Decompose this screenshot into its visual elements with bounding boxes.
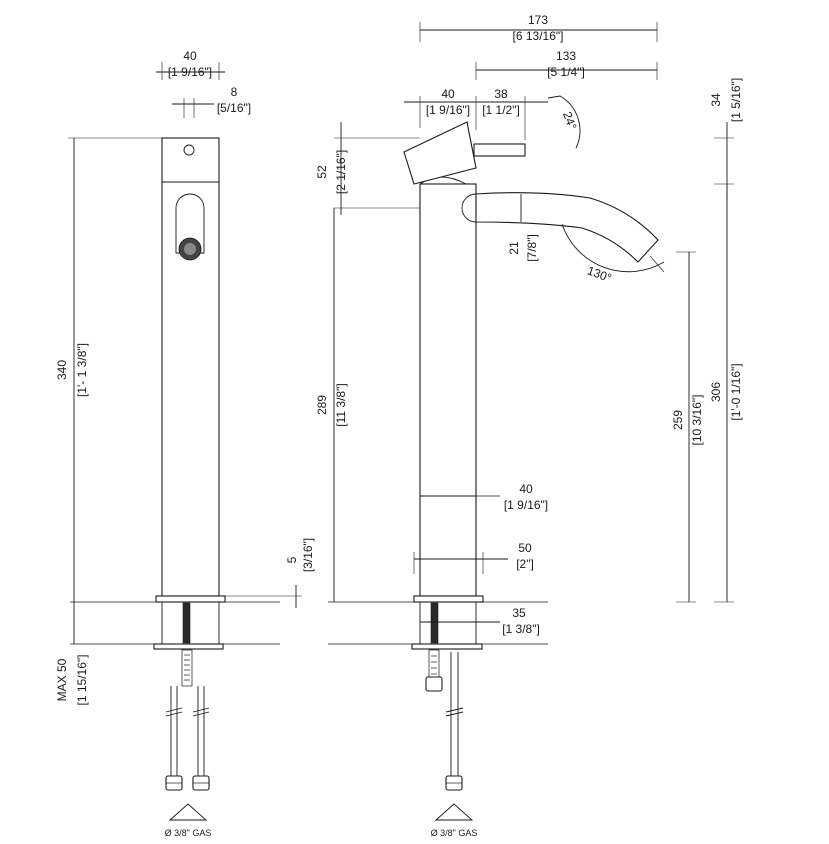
dim-front-height: 340 [55,360,69,380]
svg-text:[6 13/16"]: [6 13/16"] [513,29,564,43]
svg-text:[10 3/16"]: [10 3/16"] [690,395,704,446]
front-view: Ø 3/8" GAS 40 [1 9/16"] 8 [5/16"] 340 [1… [55,49,315,838]
svg-text:[5 1/4"]: [5 1/4"] [547,65,585,79]
dim-spout-reach: 133 [556,49,576,63]
svg-text:[1'-0 1/16"]: [1'-0 1/16"] [729,363,743,420]
svg-text:[3/16"]: [3/16"] [301,538,315,572]
connection-triangle-icon [434,803,474,821]
handle-lever [473,143,526,157]
left-connection-label: Ø 3/8" GAS [165,828,212,838]
dim-base-thickness: 5 [285,556,299,563]
dim-spout-diameter: 21 [507,241,521,255]
side-handle [403,121,477,185]
dim-side-body-width: 40 [441,87,455,101]
right-connection-label: Ø 3/8" GAS [431,828,478,838]
side-spout [475,192,659,263]
side-body [419,183,477,597]
svg-text:[11 3/8"]: [11 3/8"] [334,383,348,426]
dim-overall-width: 173 [528,13,548,27]
svg-text:[1 9/16"]: [1 9/16"] [426,103,470,117]
dim-front-deck: MAX 50 [55,658,69,701]
dim-front-hole: 8 [231,85,238,99]
svg-text:[1 9/16"]: [1 9/16"] [504,498,548,512]
side-rod [430,602,439,644]
front-handle-hole [183,144,195,156]
dim-body-width: 40 [519,482,533,496]
svg-text:[1 9/16"]: [1 9/16"] [168,65,212,79]
dim-handle-length: 38 [494,87,508,101]
side-view: Ø 3/8" GAS 173 [6 13/16"] 133 [5 1/4"] 4… [315,13,743,838]
svg-text:[1 3/8"]: [1 3/8"] [502,622,540,636]
dim-hole-diameter: 35 [512,606,526,620]
svg-text:[2 1/16"]: [2 1/16"] [334,150,348,194]
svg-text:[7/8"]: [7/8"] [525,234,539,262]
dim-base-width: 50 [518,541,532,555]
front-rod [182,602,191,644]
dim-front-width: 40 [183,49,197,63]
svg-text:[2"]: [2"] [516,557,534,571]
dim-handle-top: 34 [709,93,723,107]
dim-body-height: 289 [315,395,329,415]
dim-spout-angle: 130° [585,263,613,285]
dim-spout-height: 259 [671,410,685,430]
dim-total-height: 306 [709,382,723,402]
dim-top-section: 52 [315,165,329,179]
spout-outlet [175,193,205,254]
svg-text:[1 1/2"]: [1 1/2"] [482,103,520,117]
connection-triangle-icon [168,803,208,821]
svg-text:[1'- 1 3/8"]: [1'- 1 3/8"] [75,343,89,397]
svg-text:[1 5/16"]: [1 5/16"] [729,78,743,122]
front-body [161,137,220,597]
svg-text:[1 15/16"]: [1 15/16"] [75,655,89,706]
dim-handle-angle: 24° [560,110,579,132]
svg-text:[5/16"]: [5/16"] [217,101,251,115]
